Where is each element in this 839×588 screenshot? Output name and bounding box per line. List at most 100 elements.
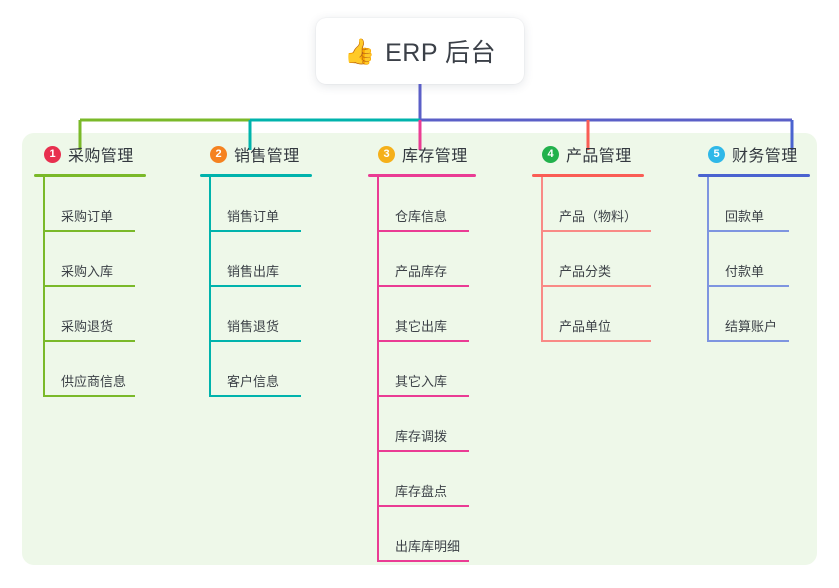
module-item[interactable]: 库存盘点	[368, 452, 476, 507]
module-item-underline	[707, 230, 789, 232]
module-item-label: 采购订单	[61, 209, 114, 224]
module-column-finance[interactable]: 5 财务管理回款单付款单结算账户	[698, 141, 810, 342]
thumbs-up-icon: 👍	[343, 36, 376, 66]
module-item-label: 销售订单	[227, 209, 280, 224]
module-spine-line	[541, 177, 543, 342]
module-spine-line	[707, 177, 709, 342]
module-item-label: 供应商信息	[61, 374, 127, 389]
module-item[interactable]: 采购退货	[34, 287, 146, 342]
module-item[interactable]: 产品（物料）	[532, 177, 651, 232]
module-item-list: 销售订单销售出库销售退货客户信息	[200, 177, 312, 397]
module-item-label: 采购退货	[61, 319, 114, 334]
modules-panel	[22, 133, 817, 565]
module-header-underline	[34, 174, 146, 177]
module-item-underline	[209, 285, 301, 287]
module-item[interactable]: 产品库存	[368, 232, 476, 287]
module-title: 产品管理	[566, 148, 632, 165]
module-item[interactable]: 库存调拨	[368, 397, 476, 452]
module-item-underline	[377, 505, 469, 507]
module-item-label: 销售出库	[227, 264, 280, 279]
module-item-underline	[377, 450, 469, 452]
module-item-underline	[43, 340, 135, 342]
module-item[interactable]: 产品单位	[532, 287, 651, 342]
module-item-underline	[541, 285, 651, 287]
module-title: 财务管理	[732, 148, 798, 165]
module-item-underline	[209, 340, 301, 342]
module-item[interactable]: 付款单	[698, 232, 810, 287]
module-title: 库存管理	[402, 148, 468, 165]
module-item[interactable]: 产品分类	[532, 232, 651, 287]
root-node-card[interactable]: 👍 ERP 后台	[316, 18, 524, 84]
module-item[interactable]: 其它出库	[368, 287, 476, 342]
module-item-underline	[541, 230, 651, 232]
module-header-underline	[532, 174, 644, 177]
module-spine-line	[43, 177, 45, 397]
root-node-title: ERP 后台	[385, 39, 497, 67]
module-item-list: 采购订单采购入库采购退货供应商信息	[34, 177, 146, 397]
module-item-underline	[377, 560, 469, 562]
module-item-label: 库存调拨	[395, 429, 448, 444]
module-header-underline	[368, 174, 476, 177]
module-item[interactable]: 销售订单	[200, 177, 312, 232]
module-item-label: 客户信息	[227, 374, 280, 389]
module-item-label: 产品单位	[559, 319, 612, 334]
module-item[interactable]: 销售出库	[200, 232, 312, 287]
module-item-label: 采购入库	[61, 264, 114, 279]
module-item-underline	[43, 395, 135, 397]
module-item-label: 产品库存	[395, 264, 448, 279]
module-item-label: 其它出库	[395, 319, 448, 334]
module-column-purchasing[interactable]: 1 采购管理采购订单采购入库采购退货供应商信息	[34, 141, 146, 397]
module-item-underline	[541, 340, 651, 342]
module-column-inventory[interactable]: 3 库存管理仓库信息产品库存其它出库其它入库库存调拨库存盘点出库库明细	[368, 141, 476, 562]
module-item[interactable]: 其它入库	[368, 342, 476, 397]
module-item[interactable]: 仓库信息	[368, 177, 476, 232]
module-item[interactable]: 采购订单	[34, 177, 146, 232]
module-item-list: 回款单付款单结算账户	[698, 177, 810, 342]
module-item-label: 仓库信息	[395, 209, 448, 224]
module-item-underline	[43, 230, 135, 232]
module-header-underline	[698, 174, 810, 177]
module-item-label: 出库库明细	[395, 539, 461, 554]
module-item-underline	[209, 395, 301, 397]
module-item-underline	[209, 230, 301, 232]
module-title: 采购管理	[68, 148, 134, 165]
module-number-badge: 5	[708, 145, 725, 163]
module-item[interactable]: 采购入库	[34, 232, 146, 287]
module-item-underline	[707, 340, 789, 342]
module-item[interactable]: 销售退货	[200, 287, 312, 342]
module-number-badge: 1	[44, 145, 61, 163]
module-item-label: 回款单	[725, 209, 765, 224]
module-item-underline	[377, 285, 469, 287]
module-item-underline	[377, 395, 469, 397]
module-header-purchasing[interactable]: 1 采购管理	[34, 141, 146, 167]
module-header-finance[interactable]: 5 财务管理	[698, 141, 810, 167]
module-number-badge: 2	[210, 145, 227, 163]
module-item-underline	[377, 230, 469, 232]
module-item-underline	[43, 285, 135, 287]
module-item-underline	[377, 340, 469, 342]
module-column-product[interactable]: 4 产品管理产品（物料） 产品分类产品单位	[532, 141, 651, 342]
module-number-badge: 4	[542, 145, 559, 163]
module-item[interactable]: 客户信息	[200, 342, 312, 397]
module-number-badge: 3	[378, 145, 395, 163]
module-item-label: 结算账户	[725, 319, 778, 334]
module-item-label: 库存盘点	[395, 484, 448, 499]
module-item-label: 产品（物料）	[559, 209, 638, 224]
module-item[interactable]: 出库库明细	[368, 507, 476, 562]
module-spine-line	[209, 177, 211, 397]
module-item-underline	[707, 285, 789, 287]
module-item-list: 产品（物料） 产品分类产品单位	[532, 177, 651, 342]
module-header-product[interactable]: 4 产品管理	[532, 141, 644, 167]
module-item-label: 其它入库	[395, 374, 448, 389]
module-item[interactable]: 结算账户	[698, 287, 810, 342]
module-item-label: 销售退货	[227, 319, 280, 334]
module-spine-line	[377, 177, 379, 562]
module-header-inventory[interactable]: 3 库存管理	[368, 141, 476, 167]
module-item[interactable]: 供应商信息	[34, 342, 146, 397]
module-item-list: 仓库信息产品库存其它出库其它入库库存调拨库存盘点出库库明细	[368, 177, 476, 562]
module-item[interactable]: 回款单	[698, 177, 810, 232]
module-item-label: 付款单	[725, 264, 765, 279]
